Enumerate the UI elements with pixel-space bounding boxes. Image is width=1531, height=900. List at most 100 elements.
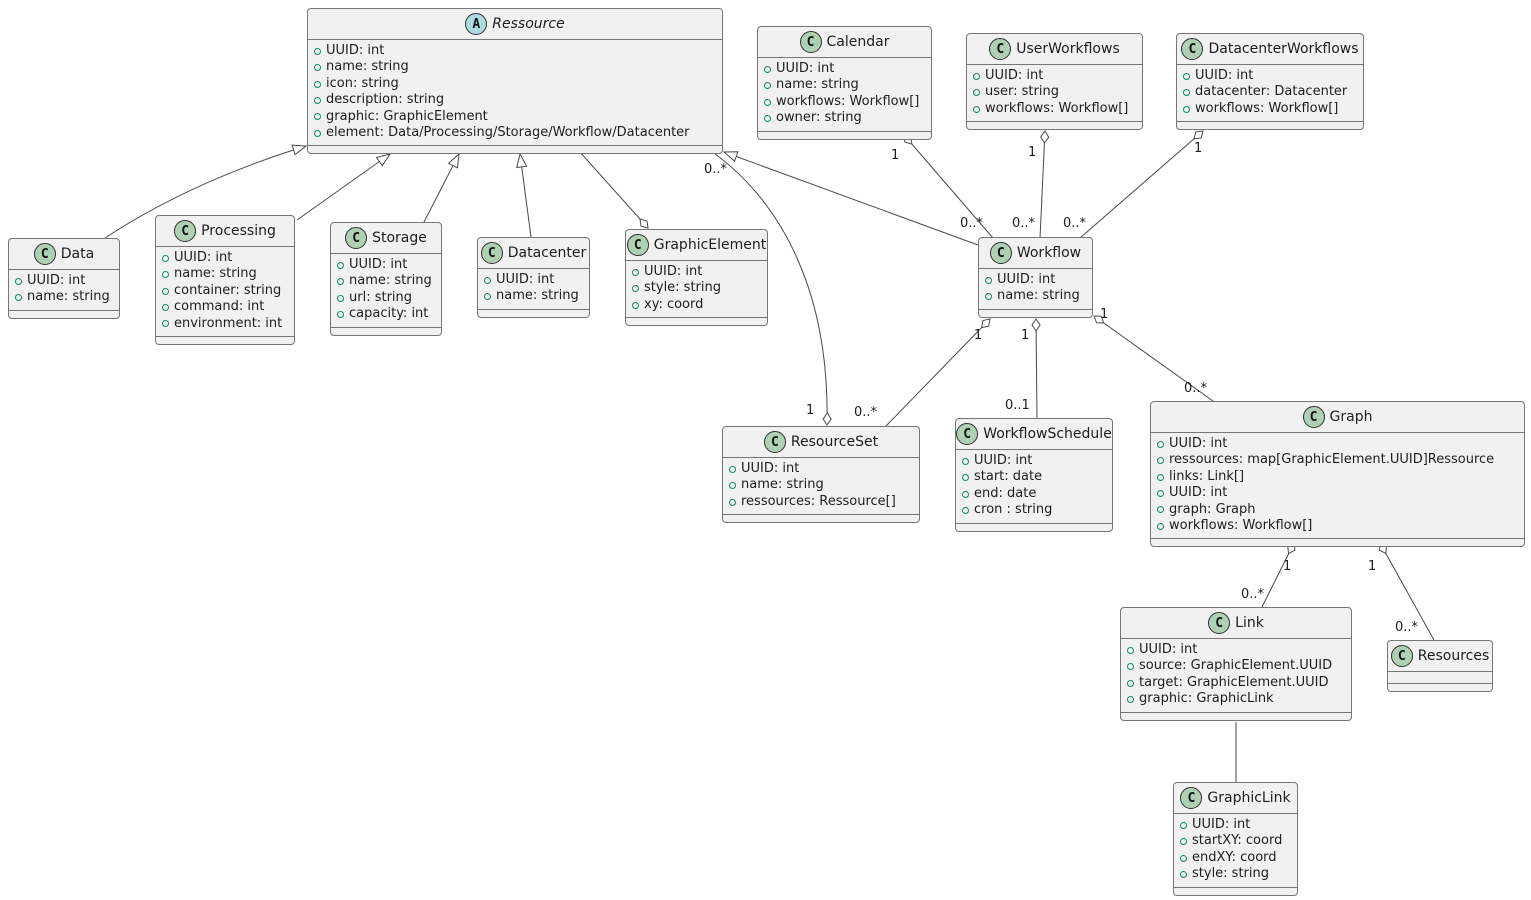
- class-methods-compartment: [156, 337, 294, 344]
- attribute-text: UUID: int: [496, 272, 555, 287]
- class-circle-icon: C: [626, 234, 649, 256]
- attribute-text: command: int: [174, 299, 265, 315]
- field-visibility-icon: [962, 490, 969, 498]
- class-title: Datacenter: [507, 245, 587, 261]
- field-visibility-icon: [314, 96, 321, 104]
- class-attribute: UUID: int: [1183, 68, 1357, 84]
- attribute-text: style: string: [1192, 866, 1270, 882]
- multiplicity-label: 1: [891, 148, 899, 163]
- edge-workflow-aggregates-workflowschedule: [1031, 318, 1041, 419]
- attribute-text: end: date: [974, 485, 1037, 501]
- field-visibility-icon: [632, 268, 639, 276]
- field-visibility-icon: [764, 65, 771, 73]
- class-methods-compartment: [979, 310, 1092, 317]
- class-attribute: graphic: GraphicLink: [1127, 691, 1345, 707]
- attribute-text: UUID: int: [644, 264, 703, 279]
- field-visibility-icon: [1127, 695, 1134, 703]
- class-attribute: workflows: Workflow[]: [764, 94, 925, 110]
- edge-graph-aggregates-resources: [1378, 542, 1435, 641]
- class-attribute: datacenter: Datacenter: [1183, 84, 1357, 100]
- class-attribute: UUID: int: [729, 461, 913, 477]
- attribute-text: endXY: coord: [1192, 849, 1277, 865]
- field-visibility-icon: [1180, 870, 1187, 878]
- class-attribute: cron : string: [962, 502, 1106, 518]
- class-title: UserWorkflows: [1016, 41, 1120, 57]
- class-title: WorkflowSchedule: [983, 426, 1112, 442]
- field-visibility-icon: [314, 129, 321, 137]
- field-visibility-icon: [1180, 821, 1187, 829]
- class-methods-compartment: [9, 311, 119, 318]
- field-visibility-icon: [15, 294, 22, 302]
- attribute-text: UUID: int: [776, 61, 835, 76]
- class-attribute: name: string: [162, 266, 288, 282]
- class-attributes: [1388, 672, 1492, 684]
- class-attribute: UUID: int: [484, 272, 583, 288]
- class-attribute: graphic: GraphicElement: [314, 109, 716, 125]
- multiplicity-label: 1: [806, 403, 814, 418]
- class-methods-compartment: [1151, 539, 1524, 546]
- class-circle-icon: C: [174, 220, 197, 242]
- class-methods-compartment: [1388, 684, 1492, 691]
- field-visibility-icon: [962, 506, 969, 514]
- class-circle-icon: C: [799, 31, 822, 53]
- class-title: Calendar: [826, 34, 890, 50]
- attribute-text: graphic: GraphicLink: [1139, 691, 1274, 707]
- class-attribute: UUID: int: [962, 453, 1106, 469]
- class-circle-icon: C: [480, 242, 503, 264]
- field-visibility-icon: [973, 89, 980, 97]
- class-attribute: UUID: int: [973, 68, 1136, 84]
- field-visibility-icon: [985, 293, 992, 301]
- class-attribute: name: string: [985, 288, 1086, 304]
- class-attribute: graph: Graph: [1157, 502, 1518, 518]
- attribute-text: name: string: [27, 289, 110, 305]
- edge-workflow-aggregates-resourceset: [885, 318, 991, 427]
- class-attribute: name: string: [337, 273, 435, 289]
- class-attribute: links: Link[]: [1157, 469, 1518, 485]
- multiplicity-label: 1: [1021, 328, 1029, 343]
- field-visibility-icon: [1157, 506, 1164, 514]
- multiplicity-label: 0..*: [1395, 620, 1419, 635]
- class-attribute: xy: coord: [632, 297, 761, 313]
- edge-workflow-aggregates-graph: [1093, 315, 1214, 402]
- class-circle-icon: C: [1180, 787, 1203, 809]
- attribute-text: name: string: [776, 77, 859, 93]
- class-title: Processing: [201, 223, 276, 239]
- field-visibility-icon: [162, 254, 169, 262]
- field-visibility-icon: [484, 293, 491, 301]
- field-visibility-icon: [1127, 663, 1134, 671]
- field-visibility-icon: [1183, 105, 1190, 113]
- class-attribute: startXY: coord: [1180, 833, 1291, 849]
- field-visibility-icon: [337, 294, 344, 302]
- class-methods-compartment: [308, 146, 722, 153]
- multiplicity-label: 0..*: [1063, 216, 1087, 231]
- class-attribute: description: string: [314, 92, 716, 108]
- field-visibility-icon: [1127, 646, 1134, 654]
- attribute-text: datacenter: Datacenter: [1195, 84, 1348, 100]
- attribute-text: UUID: int: [985, 68, 1044, 83]
- attribute-text: element: Data/Processing/Storage/Workflo…: [326, 125, 690, 141]
- field-visibility-icon: [1180, 854, 1187, 862]
- class-title: ResourceSet: [790, 434, 879, 450]
- attribute-text: workflows: Workflow[]: [985, 100, 1129, 116]
- class-methods-compartment: [626, 318, 767, 325]
- attribute-text: UUID: int: [1169, 436, 1228, 451]
- attribute-text: name: string: [496, 288, 579, 304]
- attribute-text: ressources: Ressource[]: [741, 493, 896, 509]
